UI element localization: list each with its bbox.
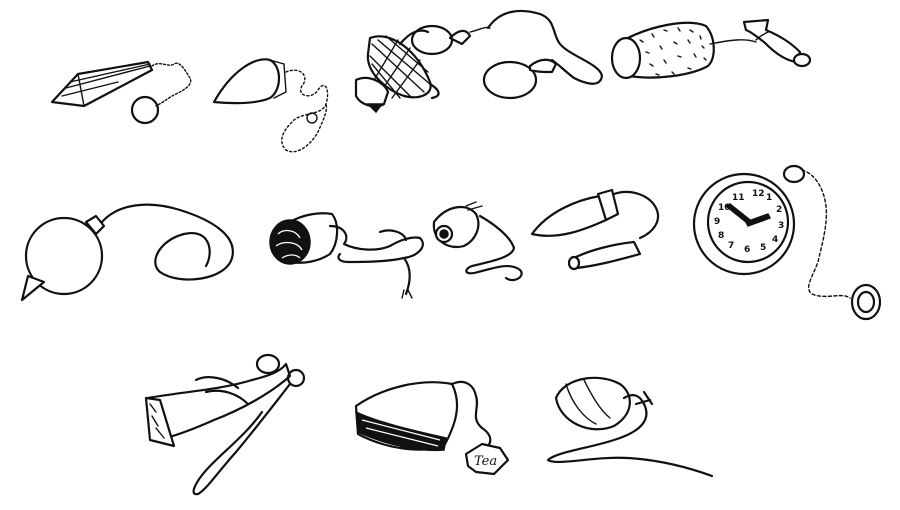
pocket-watch: 12 1 2 3 4 5 6 7 8 9 10 11 — [692, 164, 882, 321]
numeral-12: 12 — [752, 189, 765, 199]
teardrop-pendulum — [212, 58, 329, 153]
numeral-10: 10 — [718, 203, 731, 213]
bullet-pendulum — [530, 188, 660, 271]
wooden-spool — [742, 18, 812, 68]
figurine-on-loop — [144, 353, 306, 496]
tea-bag: Tea — [354, 380, 510, 476]
yarn-ball-on-string — [269, 212, 424, 299]
eye-bead — [432, 201, 523, 282]
numeral-7: 7 — [728, 241, 734, 251]
numeral-3: 3 — [778, 221, 784, 231]
numeral-4: 4 — [772, 235, 778, 245]
numeral-2: 2 — [776, 205, 782, 215]
pouch-on-string — [546, 376, 714, 478]
numeral-9: 9 — [714, 217, 720, 227]
numeral-1: 1 — [766, 193, 772, 203]
ring-on-string — [482, 9, 604, 100]
numeral-5: 5 — [760, 243, 766, 253]
numeral-11: 11 — [732, 193, 745, 203]
tea-tag-label: Tea — [474, 454, 497, 469]
cork-on-string — [610, 21, 757, 80]
sphere-plumb-bob — [20, 203, 234, 302]
numeral-6: 6 — [744, 245, 750, 255]
crystal-pendulum — [50, 60, 192, 125]
netted-acorn — [354, 24, 491, 114]
numeral-8: 8 — [718, 231, 724, 241]
watch-numerals: 12 1 2 3 4 5 6 7 8 9 10 11 — [714, 189, 784, 255]
